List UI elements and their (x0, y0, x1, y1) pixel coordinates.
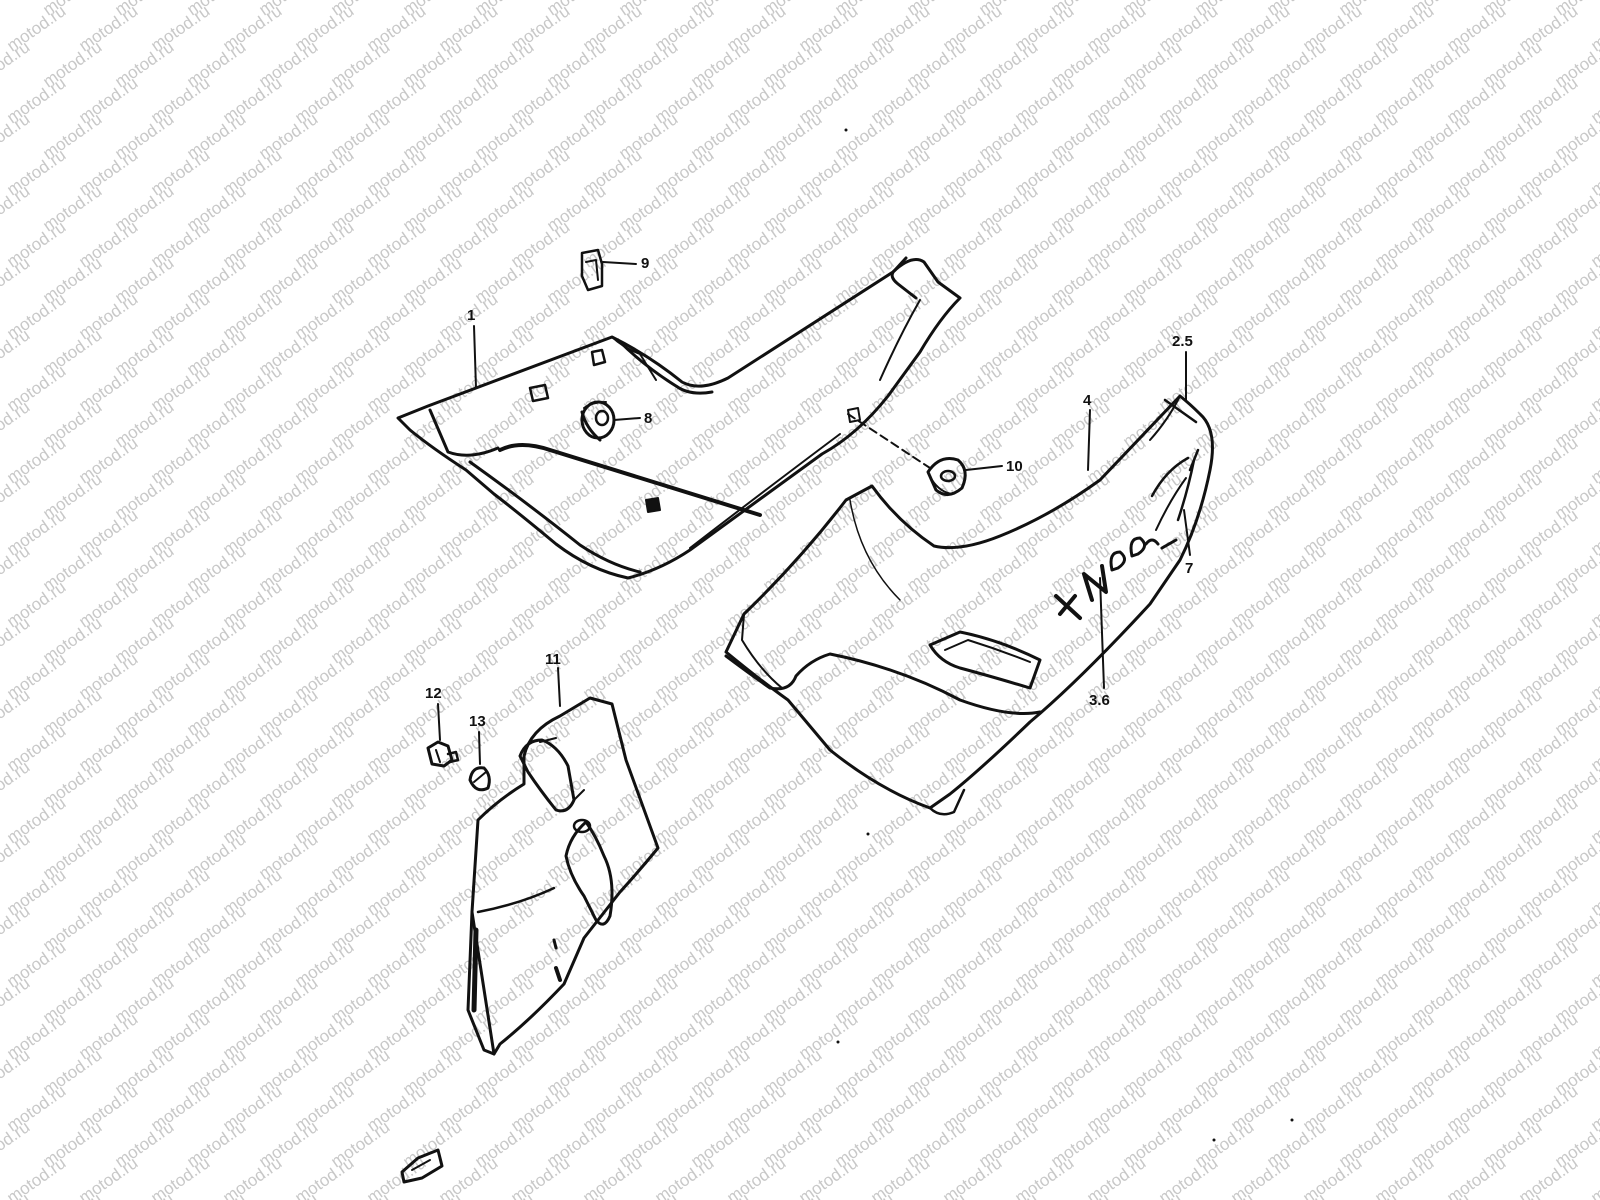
callout-part-9: 9 (641, 255, 650, 272)
callout-part-11: 11 (545, 651, 561, 668)
clip-part-9 (580, 248, 604, 292)
callout-part-2-5: 2.5 (1172, 333, 1193, 350)
callout-part-12: 12 (425, 685, 442, 702)
callout-part-8: 8 (644, 410, 653, 427)
callout-part-10: 10 (1006, 458, 1023, 475)
side-cover-lower-part-4 (724, 394, 1214, 816)
callout-part-1: 1 (467, 307, 476, 324)
callout-part-3-6: 3.6 (1089, 692, 1110, 709)
grommet-part-10 (926, 457, 967, 496)
grommet-part-8 (580, 400, 616, 442)
callout-part-4: 4 (1083, 392, 1092, 409)
bolt-part-12 (426, 740, 460, 768)
callout-part-13: 13 (469, 713, 486, 730)
leader-lines (437, 261, 1191, 765)
scan-specks (836, 128, 1294, 1142)
arrow-icon (400, 1148, 444, 1184)
washer-part-13 (468, 766, 491, 792)
frame-cover-part-11 (466, 696, 660, 1056)
callout-part-7: 7 (1185, 560, 1194, 577)
side-cover-upper-part-1 (396, 256, 962, 580)
